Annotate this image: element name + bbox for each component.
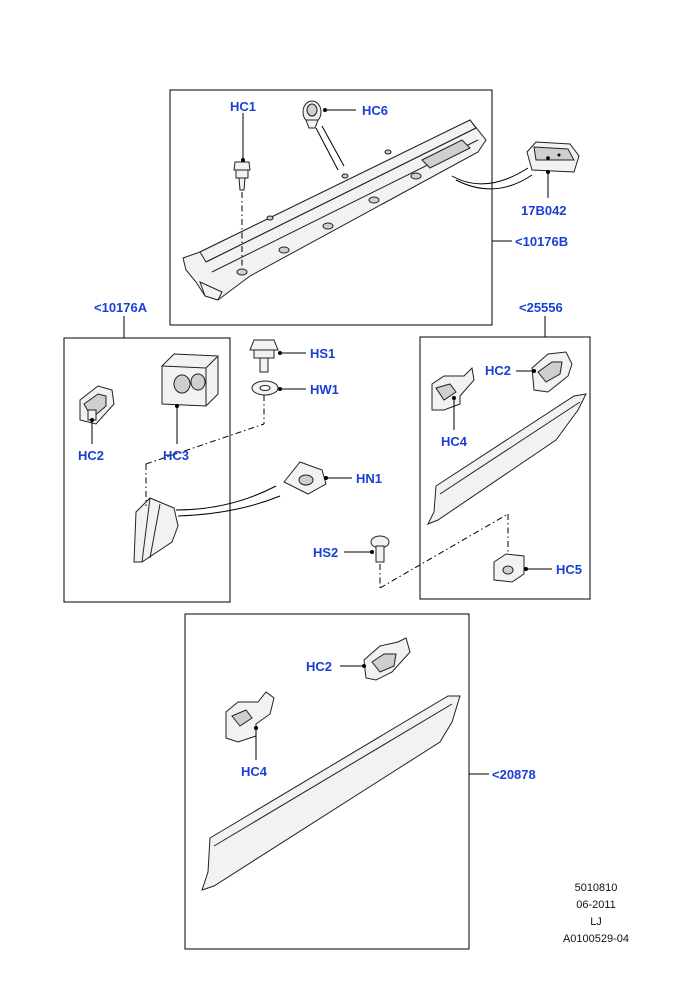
hc4-right-clip	[431, 366, 475, 411]
frame-10176b	[169, 89, 493, 326]
reference-line-1: 5010810	[575, 882, 618, 894]
label-hc5: HC5	[556, 562, 582, 577]
label-hc2-bottom: HC2	[306, 659, 332, 674]
label-20878: <20878	[492, 767, 536, 782]
label-hc4-bottom: HC4	[241, 764, 268, 779]
hc5-nut	[493, 553, 525, 583]
label-10176a: <10176A	[94, 300, 148, 315]
label-hc6: HC6	[362, 103, 388, 118]
axis-left-to-hw1	[145, 423, 265, 465]
curve-17b042-b	[455, 174, 533, 190]
hc2-left-clip	[79, 385, 115, 425]
label-hc2-right: HC2	[485, 363, 511, 378]
hc4-bottom-clip	[225, 691, 275, 743]
curve-17b042-a	[451, 167, 529, 185]
label-hs1: HS1	[310, 346, 335, 361]
frame-25556	[419, 336, 591, 600]
label-25556: <25556	[519, 300, 563, 315]
curve-hn1-b	[177, 495, 281, 517]
label-hc2-left: HC2	[78, 448, 104, 463]
sill-rail-part	[182, 119, 487, 301]
hc1-push-pin	[233, 161, 251, 191]
curve-hn1-a	[175, 485, 277, 511]
label-17b042: 17B042	[521, 203, 567, 218]
label-hs2: HS2	[313, 545, 338, 560]
hc2-bottom-clip	[363, 637, 411, 681]
reference-line-3: LJ	[590, 916, 602, 928]
label-hw1: HW1	[310, 382, 339, 397]
frame-20878	[184, 613, 470, 950]
17b042-bracket	[526, 141, 580, 173]
hc6-guide-b	[321, 125, 345, 167]
reference-line-4: A0100529-04	[563, 933, 629, 945]
hc2-right-clip	[531, 351, 573, 393]
left-trim-panel	[133, 497, 179, 563]
bottom-trim-panel	[201, 695, 461, 891]
right-trim-panel	[426, 393, 587, 525]
hs1-bolt	[249, 339, 279, 373]
hc6-clip	[302, 100, 322, 129]
label-hc3: HC3	[163, 448, 189, 463]
label-hc4-right: HC4	[441, 434, 468, 449]
label-10176b: <10176B	[515, 234, 568, 249]
reference-line-2: 06-2011	[576, 899, 616, 911]
label-hn1: HN1	[356, 471, 382, 486]
hs2-screw	[370, 535, 390, 563]
frame-10176a	[63, 337, 231, 603]
label-hc1: HC1	[230, 99, 256, 114]
hw1-washer	[251, 380, 279, 396]
hc6-guide-a	[315, 127, 339, 171]
axis-hs2-to-panel	[379, 513, 509, 589]
hn1-nut	[283, 461, 327, 495]
hc3-clip	[161, 353, 219, 407]
